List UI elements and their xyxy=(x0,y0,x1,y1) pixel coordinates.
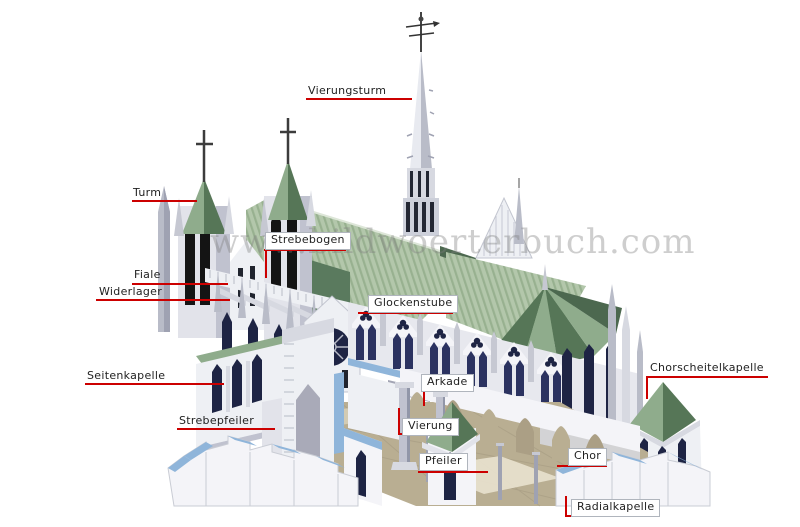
label-chorscheitelkapelle: Chorscheitelkapelle xyxy=(650,361,764,374)
leader-line-strebebogen xyxy=(264,249,346,251)
label-radialkapelle: Radialkapelle xyxy=(571,499,661,517)
leader-line-radialkapelle-rise xyxy=(565,496,567,516)
leader-line-chorscheitelkapelle xyxy=(646,376,768,378)
leader-line-chorscheitelkapelle-drop xyxy=(646,376,648,399)
label-strebepfeiler: Strebepfeiler xyxy=(179,414,255,427)
leader-line-glockenstube xyxy=(358,312,453,314)
leader-line-arkade xyxy=(423,392,425,406)
weathervane-cross-icon xyxy=(405,12,440,52)
interior-west-wall xyxy=(282,318,344,484)
label-widerlager: Widerlager xyxy=(99,285,163,298)
leader-line-fiale xyxy=(132,283,228,285)
label-strebebogen: Strebebogen xyxy=(265,232,351,250)
leader-line-turm xyxy=(132,200,197,202)
label-pfeiler: Pfeiler xyxy=(419,453,468,471)
leader-line-pfeiler xyxy=(418,471,488,473)
choir-roof xyxy=(446,252,622,364)
label-vierung: Vierung xyxy=(402,418,459,436)
label-turm: Turm xyxy=(133,186,162,199)
label-fiale: Fiale xyxy=(134,268,161,281)
label-chor: Chor xyxy=(568,448,608,466)
leader-line-vierungsturm xyxy=(306,98,412,100)
leader-line-seitenkapelle xyxy=(85,383,224,385)
ruin-wall-left xyxy=(167,435,359,507)
label-seitenkapelle: Seitenkapelle xyxy=(87,369,166,382)
leader-line-chor xyxy=(557,465,607,467)
crossing-spire xyxy=(403,12,440,236)
label-glockenstube: Glockenstube xyxy=(368,295,459,313)
leader-line-strebebogen-drop xyxy=(265,249,267,278)
leader-line-strebepfeiler xyxy=(177,428,275,430)
label-vierungsturm: Vierungsturm xyxy=(308,84,387,97)
leader-line-widerlager xyxy=(96,299,230,301)
west-towers xyxy=(158,118,316,340)
leader-line-vierung-drop xyxy=(398,408,400,435)
label-arkade: Arkade xyxy=(421,374,474,392)
